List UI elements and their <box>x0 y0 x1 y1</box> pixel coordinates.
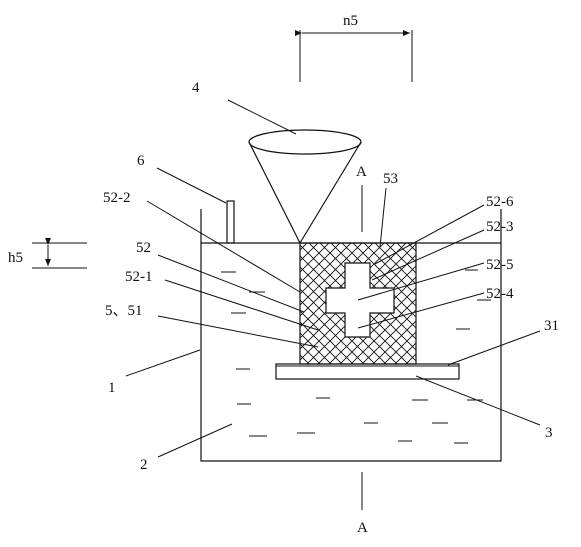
label-52-1: 52-1 <box>125 269 153 285</box>
dimension-h5: h5 <box>8 238 87 269</box>
label-6: 6 <box>137 153 145 169</box>
label-n5: n5 <box>343 13 358 29</box>
leader-lines <box>125 99 541 458</box>
label-4: 4 <box>192 80 200 96</box>
label-2: 2 <box>140 457 148 473</box>
label-h5: h5 <box>8 250 23 266</box>
label-A-top: A <box>356 164 367 180</box>
cross-cavity <box>325 262 395 338</box>
label-52-3: 52-3 <box>486 219 514 235</box>
label-A-bottom: A <box>357 520 368 536</box>
label-52-6: 52-6 <box>486 194 514 210</box>
liquid-dashes <box>221 269 491 444</box>
container-wall <box>200 209 502 462</box>
dimension-n5: n5 <box>295 13 413 82</box>
label-1: 1 <box>108 380 116 396</box>
label-52: 52 <box>136 240 151 256</box>
label-3: 3 <box>545 425 553 441</box>
label-52-2: 52-2 <box>103 190 131 206</box>
label-31: 31 <box>544 318 559 334</box>
funnel <box>248 129 362 244</box>
label-52-4: 52-4 <box>486 286 514 302</box>
tube <box>226 200 235 244</box>
label-52-5: 52-5 <box>486 257 514 273</box>
label-53: 53 <box>383 171 398 187</box>
label-5-51: 5、51 <box>105 303 143 319</box>
